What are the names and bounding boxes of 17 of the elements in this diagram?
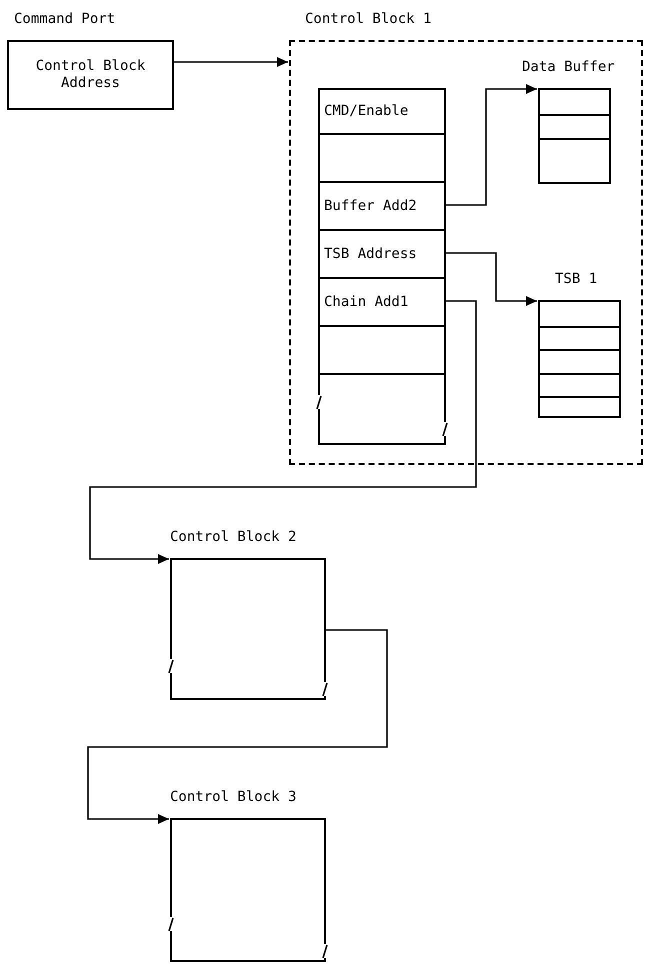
box-label: Control Block Address — [34, 58, 146, 92]
arrow — [446, 252, 537, 306]
field-label: CMD/Enable — [323, 102, 410, 121]
block-title: Command Port — [14, 10, 116, 29]
block-title: Control Block 1 — [305, 10, 432, 29]
arrow — [174, 57, 288, 67]
field-label: Chain Add1 — [323, 292, 410, 312]
field-label: TSB Address — [323, 244, 418, 264]
arrow — [87, 629, 388, 824]
block-title: Control Block 2 — [170, 528, 296, 547]
arrow — [446, 84, 537, 206]
block-title: TSB 1 — [555, 270, 598, 289]
arrow — [89, 300, 477, 564]
control-block-stack — [318, 88, 446, 445]
block-title: Data Buffer — [522, 58, 615, 77]
block-title: Control Block 3 — [170, 788, 296, 807]
field-label: Buffer Add2 — [323, 196, 418, 216]
